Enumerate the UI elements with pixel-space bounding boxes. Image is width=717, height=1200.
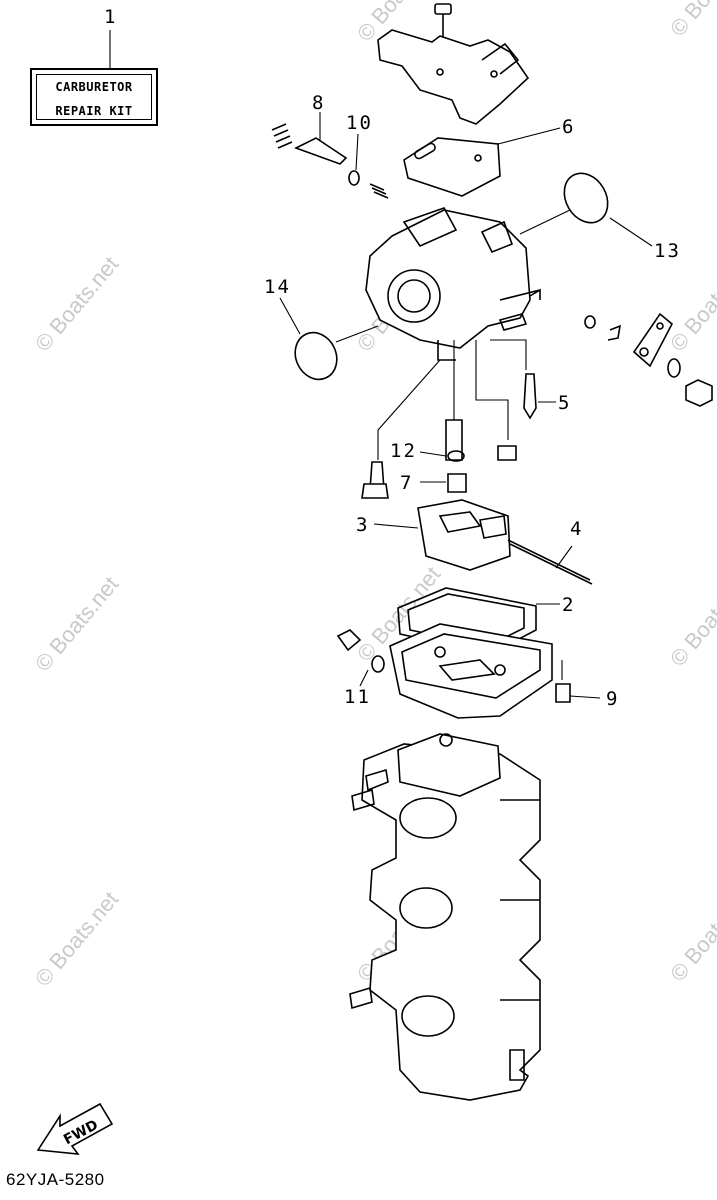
callout-13: 13	[654, 240, 681, 262]
spring	[369, 183, 389, 199]
part-6-gasket	[403, 127, 561, 197]
kit-label-line1: CARBURETOR	[55, 80, 133, 94]
callout-8: 8	[312, 92, 326, 114]
carburetor-body	[365, 207, 541, 361]
fwd-arrow-icon: FWD	[36, 1102, 114, 1155]
part-11-drain-screw	[336, 629, 385, 687]
callout-12: 12	[390, 440, 417, 462]
part-7-jet	[447, 473, 467, 493]
part-13-oring	[563, 172, 609, 224]
link-arm	[584, 312, 713, 407]
jets	[361, 419, 517, 499]
part-14-oring	[294, 331, 338, 381]
callout-1: 1	[104, 6, 118, 28]
part-8-screw	[271, 112, 348, 165]
callout-6: 6	[562, 116, 576, 138]
float-bowl	[389, 623, 553, 719]
part-9-screw	[555, 660, 601, 703]
callout-4: 4	[570, 518, 584, 540]
kit-label-line2: REPAIR KIT	[55, 104, 133, 118]
part-2-gasket	[397, 587, 560, 655]
callout-7: 7	[400, 472, 414, 494]
callout-10: 10	[346, 112, 373, 134]
part-code: 62YJA-5280	[6, 1170, 105, 1189]
top-bracket	[377, 3, 530, 125]
part-3-float	[373, 499, 511, 571]
carburetor-stack	[349, 733, 541, 1101]
callout-11: 11	[344, 686, 371, 708]
part-12-oring	[447, 450, 465, 462]
part-4-pin	[507, 539, 591, 581]
callout-3: 3	[356, 514, 370, 536]
repair-kit-label-box: CARBURETOR REPAIR KIT	[30, 68, 158, 126]
callout-9: 9	[606, 688, 620, 710]
callout-5: 5	[558, 392, 572, 414]
callout-14: 14	[264, 276, 291, 298]
part-5-needle	[523, 373, 537, 420]
callout-2: 2	[562, 594, 576, 616]
part-10-oring	[348, 170, 360, 186]
